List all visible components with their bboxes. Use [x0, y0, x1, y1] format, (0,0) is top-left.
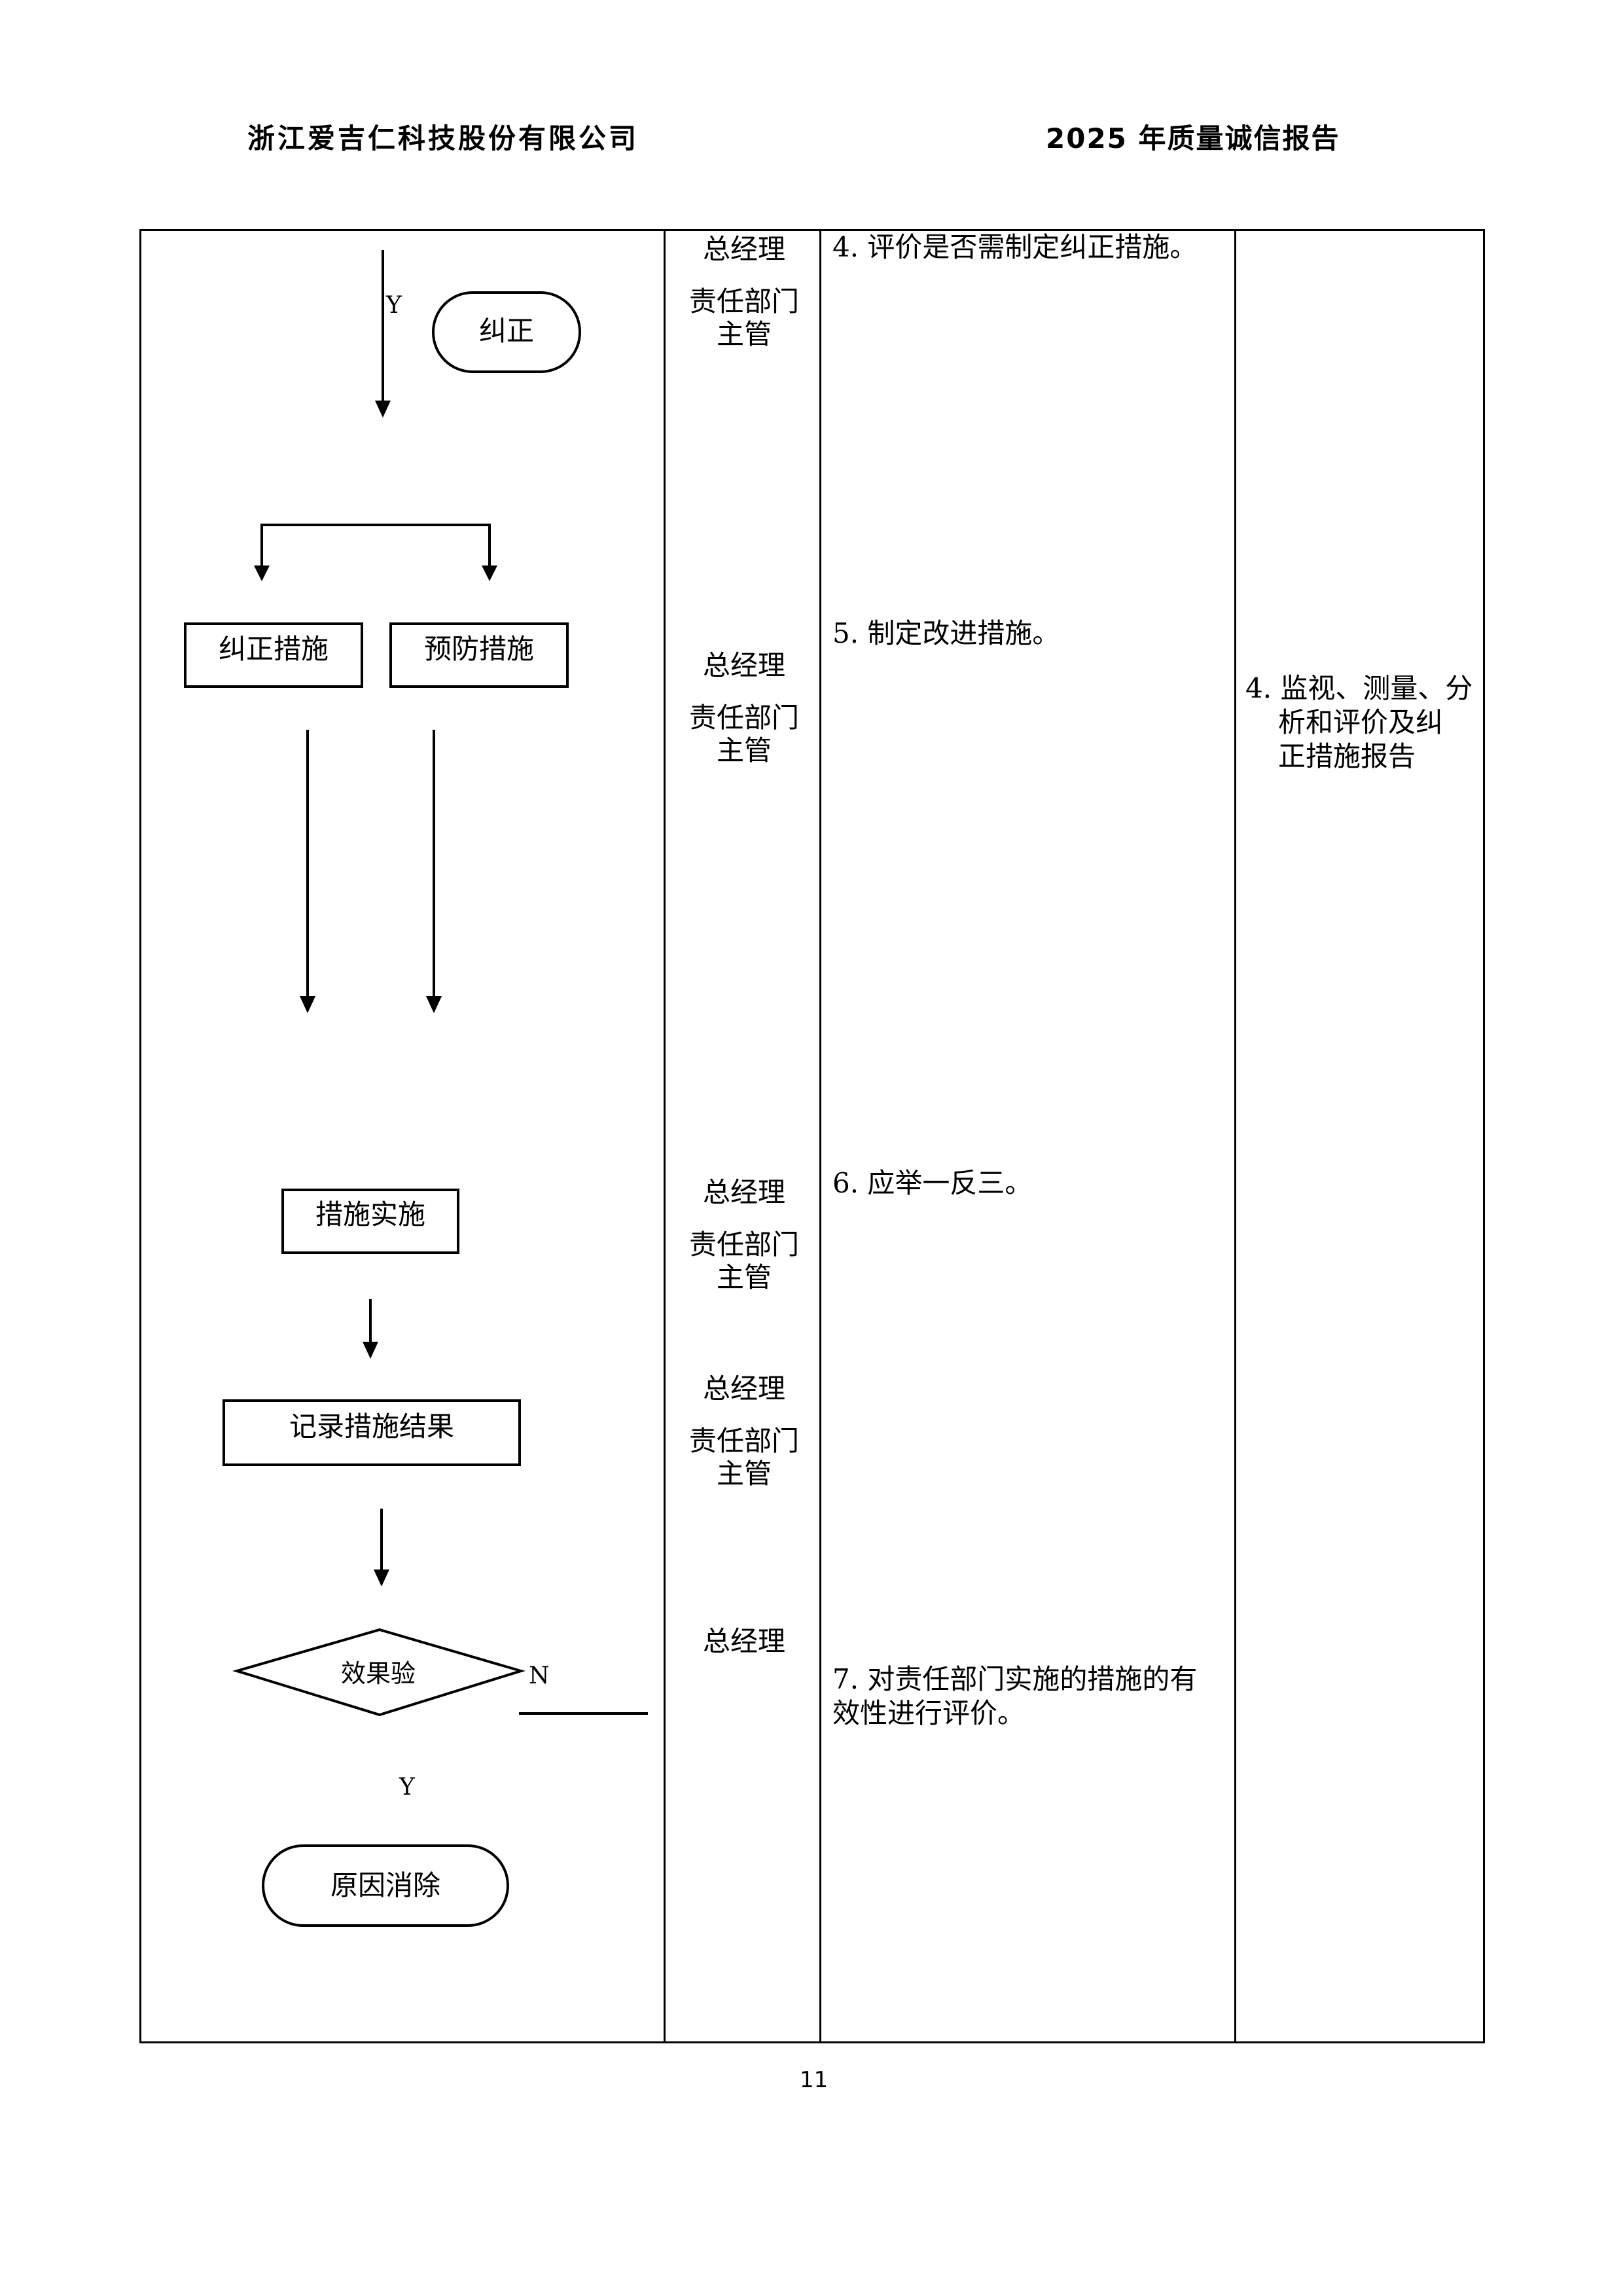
arrow-implement-head — [363, 1342, 378, 1359]
record-line-3: 正措施报告 — [1278, 740, 1416, 772]
responsibility-block-2: 总经理 责任部门 主管 — [672, 649, 816, 767]
step-7-line1: 7. 对责任部门实施的措施的有 — [832, 1663, 1198, 1695]
arrow-record-head — [374, 1570, 389, 1587]
node-correct-shape — [432, 291, 581, 373]
node-implement-shape — [281, 1189, 459, 1254]
step-6: 6. 应举一反三。 — [832, 1167, 1033, 1199]
column-divider-2 — [819, 229, 821, 2043]
responsibility-block-1: 总经理 责任部门 主管 — [672, 233, 816, 351]
node-record: 记录措施结果 — [289, 1410, 454, 1443]
resp-dept: 责任部门 — [688, 1229, 799, 1261]
record-line-2: 析和评价及纠 — [1278, 706, 1444, 738]
arrow-corrective-head — [300, 996, 315, 1013]
split-arrow-right — [482, 565, 497, 581]
node-implement: 措施实施 — [315, 1198, 425, 1230]
resp-dept: 责任部门 — [688, 702, 799, 734]
resp-role: 主管 — [716, 734, 772, 766]
record-text: 4. 监视、测量、分 析和评价及纠 正措施报告 — [1245, 672, 1481, 774]
step-7-line2: 效性进行评价。 — [832, 1697, 1026, 1729]
node-corrective: 纠正措施 — [219, 633, 329, 665]
resp-title: 总经理 — [702, 1372, 785, 1405]
label-n: N — [529, 1662, 550, 1689]
responsibility-block-3: 总经理 责任部门 主管 — [672, 1176, 816, 1294]
resp-dept: 责任部门 — [688, 285, 799, 317]
column-divider-3 — [1234, 229, 1236, 2043]
node-correct: 纠正 — [479, 315, 534, 347]
company-name: 浙江爱吉仁科技股份有限公司 — [247, 122, 639, 154]
label-y-bottom: Y — [399, 1774, 416, 1801]
record-line-1: 4. 监视、测量、分 — [1245, 672, 1473, 704]
node-eliminated: 原因消除 — [330, 1869, 440, 1901]
arrow-preventive-head — [426, 996, 442, 1013]
report-title: 2025 年质量诚信报告 — [1046, 122, 1340, 154]
split-connector — [260, 524, 491, 576]
node-verify: 效果验 — [341, 1659, 416, 1688]
resp-dept: 责任部门 — [688, 1425, 799, 1457]
node-preventive: 预防措施 — [424, 633, 534, 665]
node-record-shape — [223, 1399, 521, 1466]
resp-title: 总经理 — [702, 233, 785, 265]
responsibility-block-4: 总经理 责任部门 主管 — [672, 1372, 816, 1490]
step-5: 5. 制定改进措施。 — [832, 617, 1060, 649]
label-y-top: Y — [385, 292, 402, 319]
node-corrective-shape — [184, 622, 363, 688]
resp-title: 总经理 — [702, 649, 785, 681]
column-divider-1 — [664, 229, 666, 2043]
resp-title: 总经理 — [702, 1176, 785, 1208]
node-preventive-shape — [389, 622, 569, 688]
resp-role: 主管 — [716, 1458, 772, 1490]
arrow-top-head — [375, 401, 391, 418]
split-arrow-left — [254, 565, 270, 581]
responsibility-block-5: 总经理 — [672, 1625, 816, 1658]
step-4: 4. 评价是否需制定纠正措施。 — [832, 231, 1198, 263]
resp-title: 总经理 — [702, 1625, 785, 1657]
resp-role: 主管 — [716, 318, 772, 350]
resp-role: 主管 — [716, 1261, 772, 1293]
node-eliminated-shape — [262, 1844, 509, 1927]
process-table — [139, 229, 1485, 2043]
node-verify-shape — [232, 1628, 526, 1717]
page-number: 11 — [800, 2067, 829, 2093]
